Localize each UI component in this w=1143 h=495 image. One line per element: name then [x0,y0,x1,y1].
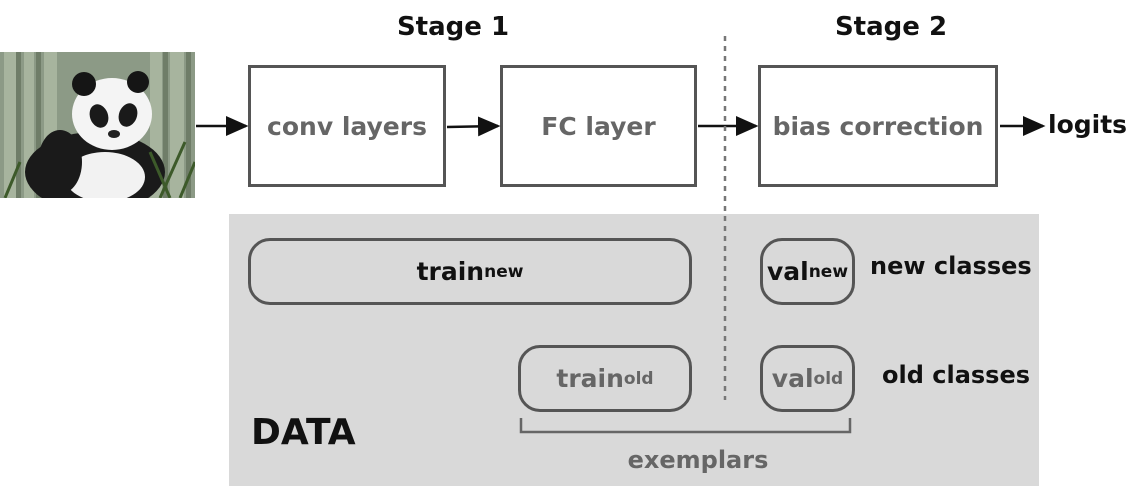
bias-correction-block: bias correction [758,65,998,187]
val-new-main: val [766,257,809,286]
train-old-main: train [556,364,624,393]
val-old-main: val [771,364,814,393]
arrow-conv-to-fc [446,116,501,137]
stage-1-label: Stage 1 [396,12,510,42]
fc-layer-block: FC layer [500,65,697,187]
exemplars-label: exemplars [627,446,769,474]
data-panel [229,214,1039,486]
panda-image [0,52,195,198]
new-classes-label: new classes [870,252,1032,280]
data-title: DATA [251,412,356,453]
train-new-main: train [416,257,485,286]
conv-layers-block: conv layers [248,65,446,187]
logits-label: logits [1048,110,1128,139]
stage-2-label: Stage 2 [834,12,948,42]
old-classes-label: old classes [882,361,1031,389]
